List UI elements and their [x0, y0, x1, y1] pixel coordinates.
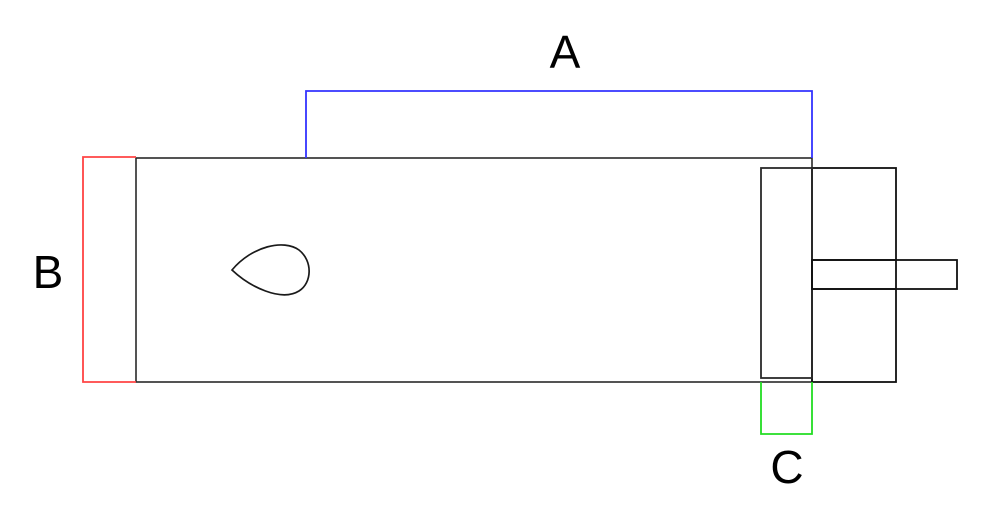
dimension-b-bracket-path: [82, 156, 136, 383]
dimension-c-bracket-path: [760, 382, 813, 435]
dimension-bracket-a: [305, 90, 813, 158]
dimension-label-b: B: [33, 246, 64, 298]
right-flange-rect: [811, 167, 897, 383]
dimension-bracket-b: [82, 156, 136, 383]
right-assembly-group: [760, 167, 958, 383]
dimension-label-c: C: [770, 441, 803, 493]
inner-vertical-block-rect: [760, 167, 813, 379]
main-body-rect: [135, 157, 813, 383]
teardrop-feature-group: [230, 244, 310, 296]
shaft-bar-rect: [811, 259, 958, 290]
main-body-group: [135, 157, 813, 383]
dimension-label-a: A: [550, 26, 581, 78]
teardrop-outline-path: [230, 244, 310, 296]
dimension-bracket-c: [760, 382, 813, 435]
dimension-a-bracket-path: [305, 90, 813, 158]
